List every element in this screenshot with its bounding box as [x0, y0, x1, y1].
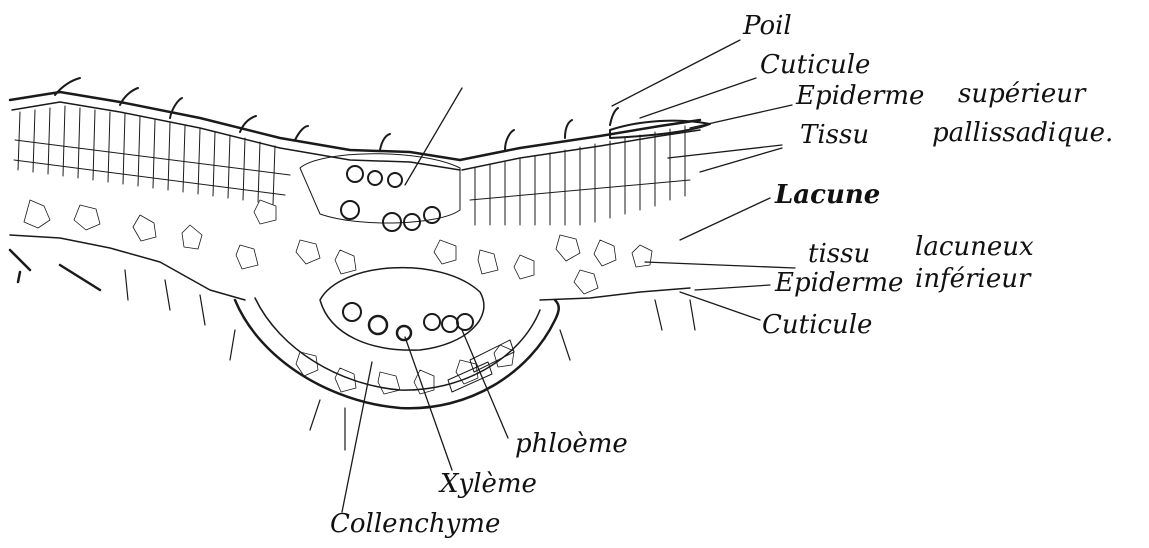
spongy-tissue: [24, 200, 652, 294]
label-tissu-palissadique-1: Tissu: [800, 120, 869, 150]
label-cuticule-top: Cuticule: [760, 50, 870, 80]
label-tissu-lacuneux-1: tissu: [808, 239, 870, 269]
label-lacune: Lacune: [774, 180, 880, 210]
leaf-drawing: [10, 78, 710, 450]
vascular-bundle-lower: [343, 303, 473, 340]
label-tissu-palissadique-2: pallissadique.: [932, 118, 1113, 148]
label-poil: Poil: [742, 11, 792, 41]
collenchyme-tissue: [296, 340, 514, 394]
label-epiderme-superieur-1: Epiderme: [795, 81, 924, 111]
label-phloeme: phloème: [515, 429, 628, 459]
label-epiderme-superieur-2: supérieur: [958, 79, 1087, 109]
label-tissu-lacuneux-2: lacuneux: [915, 232, 1034, 262]
label-epiderme-inferieur-1: Epiderme: [774, 268, 903, 298]
palisade-tissue-right: [470, 126, 690, 225]
label-cuticule-bottom: Cuticule: [762, 310, 872, 340]
label-epiderme-inferieur-2: inférieur: [915, 264, 1032, 294]
hairs-lower: [10, 250, 695, 450]
label-collenchyme: Collenchyme: [330, 509, 500, 539]
label-xyleme: Xylème: [438, 469, 537, 499]
